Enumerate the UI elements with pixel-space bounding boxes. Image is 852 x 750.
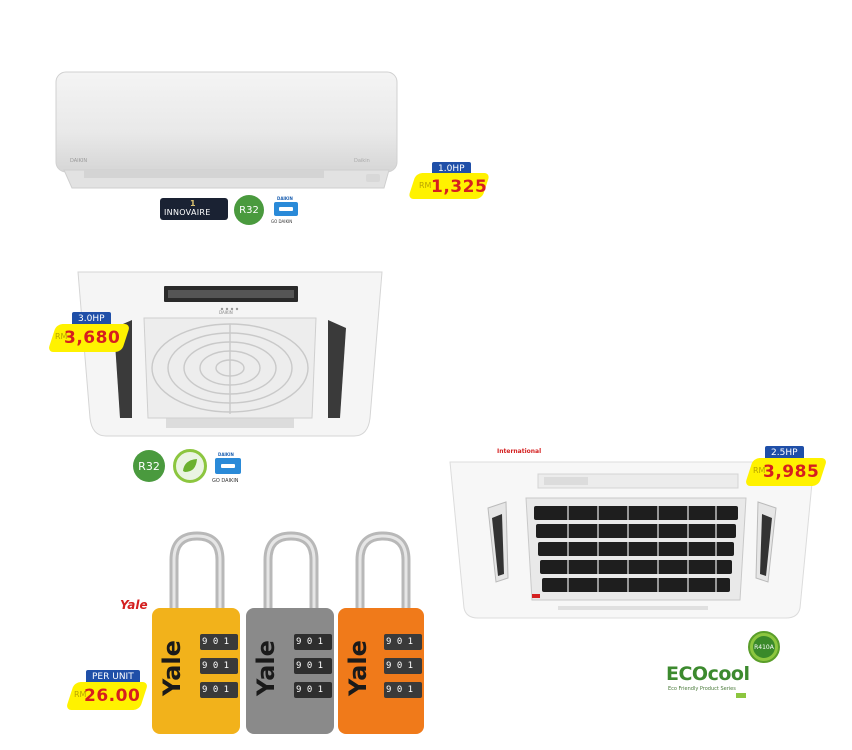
ecocool-logo-text: ECOcool bbox=[666, 663, 750, 685]
currency-label: RM bbox=[753, 466, 766, 475]
dial-digits: 9 0 1 bbox=[386, 685, 414, 695]
hp-label: 2.5HP bbox=[765, 446, 804, 460]
padlock-orange[interactable]: Yale 9 0 1 9 0 1 9 0 1 bbox=[338, 530, 428, 735]
wall-ac-unit[interactable]: DAIKIN Daikin bbox=[54, 70, 399, 192]
lock-body: Yale 9 0 1 9 0 1 9 0 1 bbox=[338, 608, 424, 734]
dial-digits: 9 0 1 bbox=[296, 685, 324, 695]
yale-brand-logo: Yale bbox=[120, 598, 148, 612]
padlock-yellow[interactable]: Yale 9 0 1 9 0 1 9 0 1 bbox=[152, 530, 242, 735]
dial-digits: 9 0 1 bbox=[386, 637, 414, 647]
padlock-gray[interactable]: Yale 9 0 1 9 0 1 9 0 1 bbox=[246, 530, 336, 735]
price-value: 26.00 bbox=[84, 686, 141, 706]
r32-badge: R32 bbox=[234, 195, 264, 225]
padlock-price-tag: PER UNIT RM 26.00 bbox=[65, 670, 149, 712]
international-brand-logo: International bbox=[497, 448, 542, 455]
price-value: 3,985 bbox=[763, 462, 820, 482]
svg-text:Daikin: Daikin bbox=[354, 158, 370, 164]
currency-label: RM bbox=[55, 332, 68, 341]
lock-brand-text: Yale bbox=[157, 640, 186, 696]
per-unit-label: PER UNIT bbox=[86, 670, 140, 684]
r32-badge: R32 bbox=[133, 450, 165, 482]
price-value: 1,325 bbox=[431, 177, 488, 197]
hp-label: 1.0HP bbox=[432, 162, 471, 176]
svg-text:DAIKIN: DAIKIN bbox=[219, 310, 233, 315]
wall-ac-price-tag: 1.0HP RM 1,325 bbox=[407, 162, 491, 202]
wifi-icon bbox=[274, 202, 298, 216]
r410a-label: R410A bbox=[754, 643, 774, 651]
daikin-cassette-unit[interactable]: DAIKIN bbox=[74, 268, 386, 440]
dial-digits: 9 0 1 bbox=[386, 661, 414, 671]
daikin-cassette-price-tag: 3.0HP RM 3,680 bbox=[47, 312, 131, 354]
daikin-brand-label: DAIKIN bbox=[277, 196, 293, 201]
lock-body: Yale 9 0 1 9 0 1 9 0 1 bbox=[152, 608, 240, 734]
go-daikin-label: GO DAIKIN bbox=[212, 478, 239, 484]
go-daikin-badge: DAIKIN GO DAIKIN bbox=[212, 452, 244, 486]
r32-label: R32 bbox=[138, 459, 160, 473]
innovaire-badge: 1 INNOVAIRE bbox=[160, 198, 228, 220]
international-cassette-image bbox=[449, 461, 815, 619]
dial-digits: 9 0 1 bbox=[202, 637, 230, 647]
svg-text:DAIKIN: DAIKIN bbox=[70, 158, 87, 164]
go-daikin-badge: DAIKIN GO DAIKIN bbox=[271, 196, 301, 226]
hp-label: 3.0HP bbox=[72, 312, 111, 326]
lock-brand-text: Yale bbox=[343, 640, 372, 696]
price-value: 3,680 bbox=[64, 328, 121, 348]
lock-brand-text: Yale bbox=[251, 640, 280, 696]
dial-digits: 9 0 1 bbox=[296, 661, 324, 671]
leaf-icon bbox=[183, 459, 197, 472]
dial-digits: 9 0 1 bbox=[202, 685, 230, 695]
innovaire-number: 1 bbox=[190, 199, 196, 208]
wifi-icon bbox=[215, 458, 241, 474]
wall-ac-image: DAIKIN Daikin bbox=[55, 71, 398, 189]
daikin-cassette-image: DAIKIN bbox=[77, 271, 383, 437]
ecocool-subtitle: Eco Friendly Product Series bbox=[668, 686, 736, 692]
lock-body: Yale 9 0 1 9 0 1 9 0 1 bbox=[246, 608, 334, 734]
go-daikin-label: GO DAIKIN bbox=[271, 219, 293, 224]
r32-label: R32 bbox=[239, 204, 259, 216]
eco-leaf-badge bbox=[173, 449, 207, 483]
shackle-image bbox=[355, 531, 411, 610]
dial-digits: 9 0 1 bbox=[296, 637, 324, 647]
dial-digits: 9 0 1 bbox=[202, 661, 230, 671]
international-cassette-unit[interactable] bbox=[448, 458, 816, 620]
international-cassette-price-tag: 2.5HP RM 3,985 bbox=[744, 446, 828, 488]
ecocool-mark bbox=[736, 693, 746, 698]
daikin-brand-label: DAIKIN bbox=[218, 452, 234, 457]
currency-label: RM bbox=[74, 690, 87, 699]
currency-label: RM bbox=[419, 181, 432, 190]
shackle-image bbox=[263, 531, 319, 610]
r410a-badge: R410A bbox=[748, 631, 780, 663]
shackle-image bbox=[169, 531, 225, 610]
ecocool-logo: ECOcool Eco Friendly Product Series bbox=[666, 663, 750, 699]
innovaire-label: INNOVAIRE bbox=[164, 208, 211, 217]
